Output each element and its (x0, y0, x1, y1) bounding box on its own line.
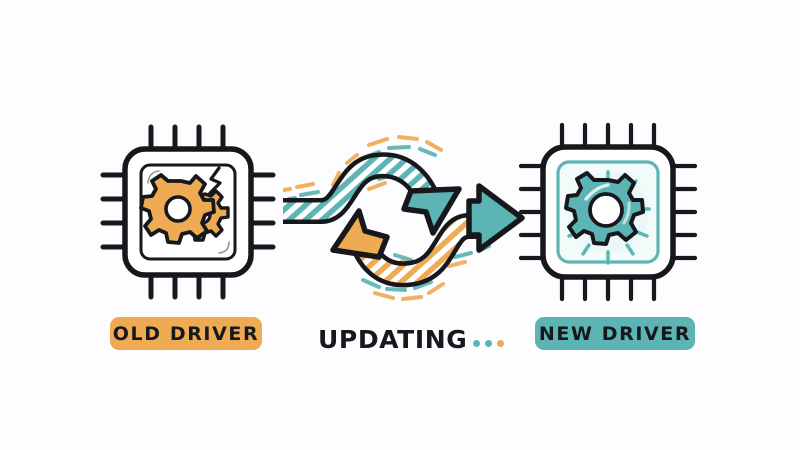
dot-3 (497, 340, 505, 347)
arrowhead-orange-left (330, 208, 390, 260)
updating-status: UPDATING (318, 316, 505, 354)
dot-1 (473, 340, 481, 347)
new-driver-badge: NEW DRIVER (532, 317, 698, 350)
update-cycle-arrows (278, 133, 528, 308)
old-driver-label: OLD DRIVER (112, 322, 260, 345)
arrowhead-teal-right (466, 183, 525, 253)
new-driver-chip-illustration (513, 117, 703, 307)
sparkling-cpu-chip-icon (518, 122, 698, 302)
old-driver-chip-illustration (93, 117, 283, 307)
large-gear-icon (139, 173, 216, 245)
dot-2 (485, 340, 493, 347)
gear-icon (564, 171, 645, 246)
cracked-cpu-chip-icon (100, 124, 276, 300)
accent-dashes-orange (282, 135, 467, 301)
new-driver-label: NEW DRIVER (538, 322, 692, 345)
arrowhead-teal-down (401, 186, 462, 236)
old-driver-badge: OLD DRIVER (107, 317, 265, 350)
forward-arrow-teal (278, 152, 462, 236)
loading-dots (473, 340, 505, 347)
updating-label: UPDATING (318, 325, 468, 354)
return-arrow-orange (330, 208, 489, 288)
